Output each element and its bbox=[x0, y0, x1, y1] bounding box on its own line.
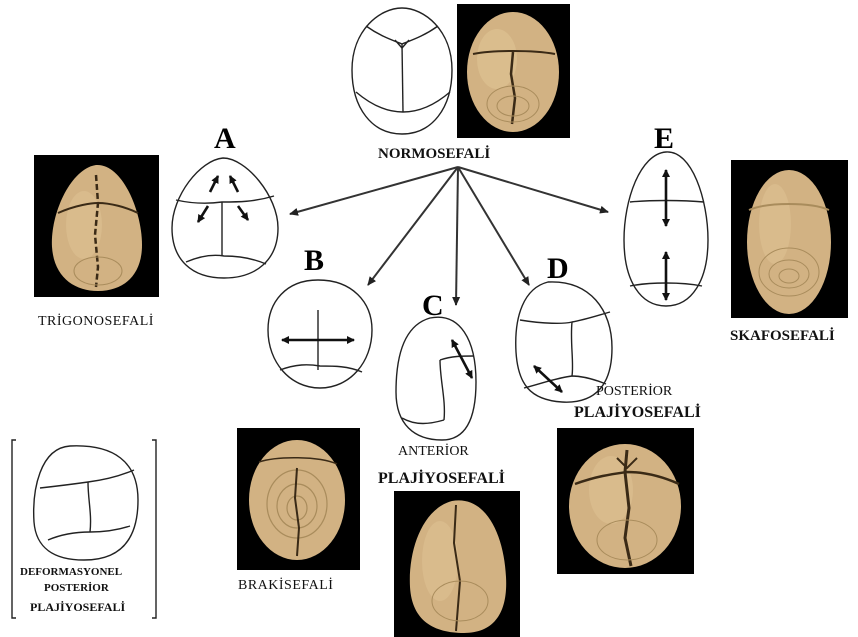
letter-a: A bbox=[214, 124, 236, 154]
label-brakisefali: BRAKİSEFALİ bbox=[238, 578, 333, 594]
normosefali-drawing bbox=[352, 8, 452, 134]
label-anterior: ANTERİOR bbox=[398, 444, 469, 460]
letter-d: D bbox=[547, 254, 569, 284]
arrow-icon bbox=[210, 176, 218, 192]
label-posterior-plajiyosefali: PLAJİYOSEFALİ bbox=[574, 404, 701, 422]
label-trigonosefali: TRİGONOSEFALİ bbox=[38, 314, 154, 330]
arrow-icon bbox=[238, 206, 248, 220]
label-deformasyonel-posterior: POSTERİOR bbox=[44, 582, 109, 594]
double-arrow-icon bbox=[452, 340, 472, 378]
anterior-plajiyosefali-photo bbox=[394, 491, 520, 637]
brakisefali-drawing bbox=[268, 280, 372, 388]
skafosefali-drawing bbox=[624, 152, 708, 306]
trigonosefali-photo bbox=[34, 155, 159, 297]
skafosefali-photo bbox=[731, 160, 848, 318]
label-deformasyonel: DEFORMASYONEL bbox=[20, 566, 122, 578]
label-posterior: POSTERİOR bbox=[596, 384, 672, 400]
label-normosefali: NORMOSEFALİ bbox=[378, 146, 490, 163]
trigonosefali-drawing bbox=[172, 158, 278, 278]
label-deformasyonel-plajiyosefali: PLAJİYOSEFALİ bbox=[30, 600, 125, 615]
letter-e: E bbox=[654, 124, 674, 154]
label-anterior-plajiyosefali: PLAJİYOSEFALİ bbox=[378, 470, 505, 488]
arrow-icon bbox=[290, 167, 458, 214]
label-skafosefali: SKAFOSEFALİ bbox=[730, 328, 835, 345]
arrow-icon bbox=[456, 167, 458, 305]
arrow-icon bbox=[198, 206, 208, 222]
letter-b: B bbox=[304, 246, 324, 276]
letter-c: C bbox=[422, 291, 444, 321]
normosefali-photo bbox=[457, 4, 570, 138]
arrow-icon bbox=[368, 167, 458, 285]
posterior-plajiyosefali-photo bbox=[557, 428, 694, 574]
anterior-plajiyosefali-drawing bbox=[396, 317, 476, 440]
brakisefali-photo bbox=[237, 428, 360, 570]
arrow-icon bbox=[230, 176, 238, 192]
